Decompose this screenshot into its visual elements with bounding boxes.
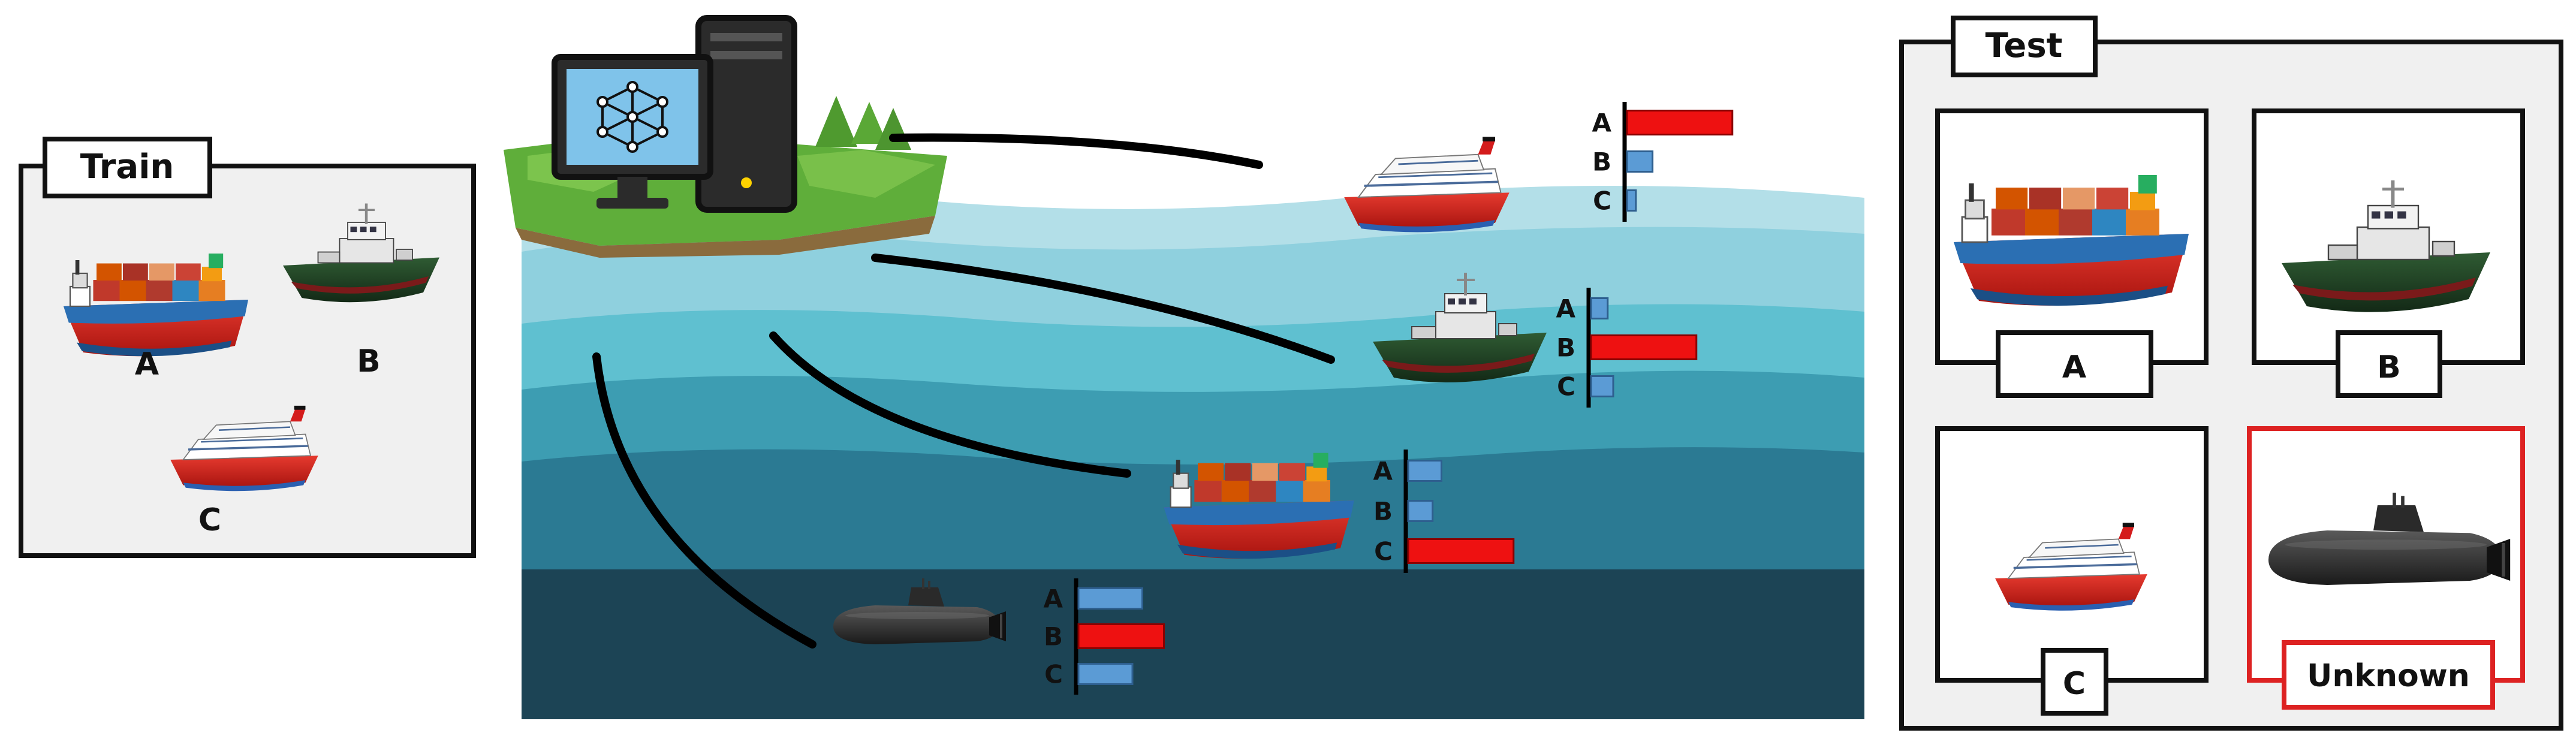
bar-label-b: B [1044,622,1063,652]
train-panel: Train A B C [19,137,476,558]
computer-icon [552,15,797,213]
bar-c [1407,538,1515,564]
bar-c [1626,189,1637,212]
bar-chart-3: ABC [1373,450,1515,573]
bar-label-c: C [1557,372,1575,402]
bar-a [1626,110,1734,135]
ai-network-icon [596,81,668,153]
test-label-b: B [2377,349,2401,385]
test-panel: Test A B C Unknown [1899,16,2563,731]
cruise-ship-icon [1344,137,1510,232]
bar-label-b: B [1373,497,1393,526]
bar-a [1077,587,1143,610]
bar-label-b: B [1592,147,1611,177]
bar-label-c: C [1593,186,1611,216]
bar-b [1626,150,1654,173]
bar-a [1590,297,1609,319]
bar-a [1407,460,1442,482]
bar-chart-1: ABC [1592,102,1734,222]
test-label-a: A [2062,349,2086,385]
connection-curves [592,133,1335,649]
bar-chart-2: ABC [1556,288,1698,408]
bar-label-c: C [1044,660,1063,689]
bar-b [1590,334,1698,360]
bar-label-c: C [1374,537,1393,566]
ocean-scene [504,15,1864,719]
test-title: Test [1986,26,2063,65]
bar-b [1407,500,1434,522]
bar-label-a: A [1373,457,1393,486]
bar-label-a: A [1556,294,1575,324]
train-label-c: C [198,502,221,538]
train-label-b: B [357,343,381,379]
bar-chart-4: ABC [1043,578,1165,695]
bar-c [1077,663,1134,685]
bar-label-a: A [1592,108,1611,138]
bar-label-b: B [1556,333,1575,363]
train-label-a: A [135,346,159,382]
bar-label-a: A [1043,584,1063,614]
test-label-c: C [2063,666,2086,702]
train-title: Train [80,147,174,186]
test-label-unknown: Unknown [2307,658,2470,694]
bar-b [1077,623,1165,649]
bar-c [1590,375,1614,397]
